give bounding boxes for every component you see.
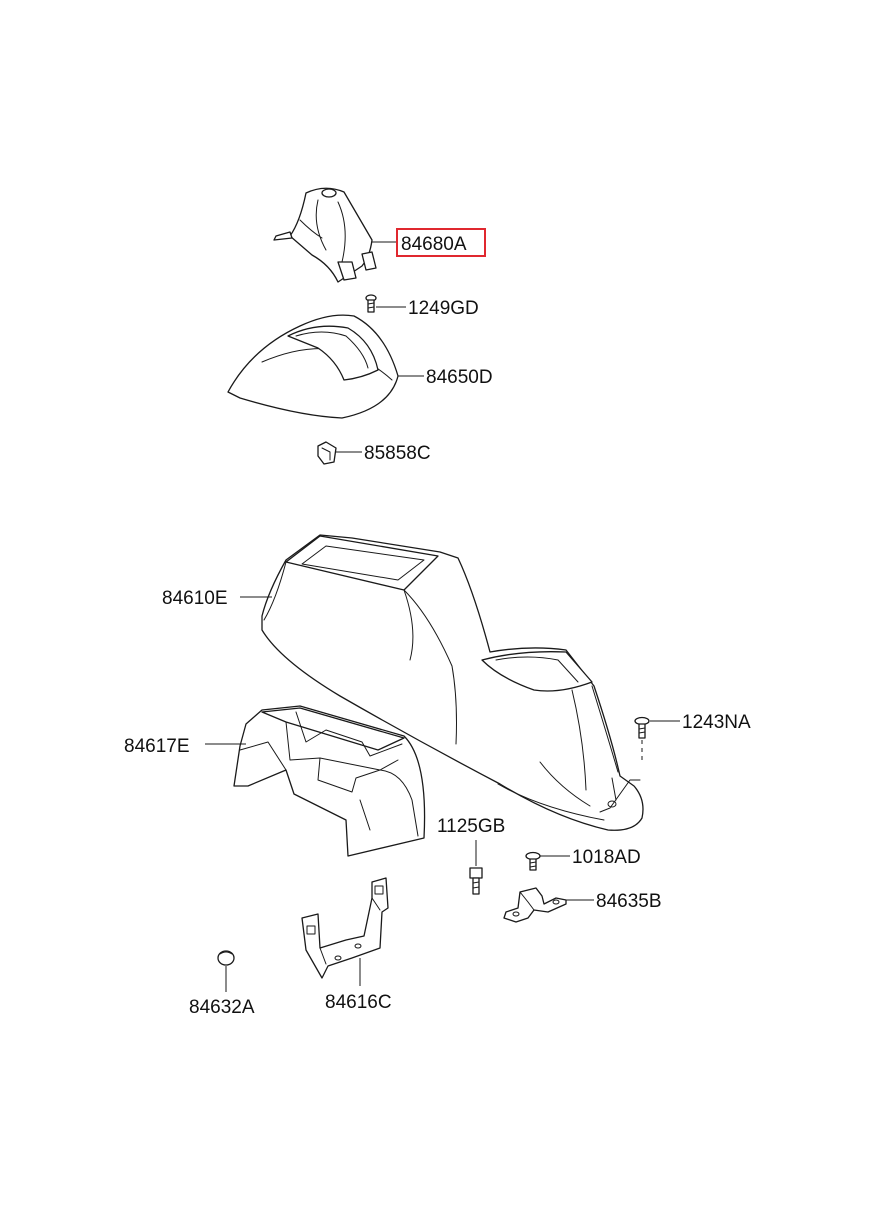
label-84650D[interactable]: 84650D [426, 367, 493, 388]
label-1249GD[interactable]: 1249GD [408, 298, 479, 319]
highlight-box [396, 228, 486, 257]
screw-1243NA[interactable] [634, 716, 650, 761]
label-1018AD[interactable]: 1018AD [572, 847, 641, 868]
plug-84632A[interactable] [217, 950, 235, 966]
bolt-1125GB[interactable] [469, 867, 483, 895]
center-console[interactable] [261, 534, 644, 831]
label-84632A[interactable]: 84632A [189, 997, 255, 1018]
label-84610E[interactable]: 84610E [162, 588, 228, 609]
console-bracket[interactable] [233, 705, 426, 857]
clip-85858C[interactable] [317, 441, 337, 465]
shift-boot[interactable] [273, 187, 377, 283]
label-85858C[interactable]: 85858C [364, 443, 431, 464]
label-84635B[interactable]: 84635B [596, 891, 662, 912]
bracket-84616C[interactable] [301, 877, 389, 979]
label-84616C[interactable]: 84616C [325, 992, 392, 1013]
screw-1249GD[interactable] [365, 294, 377, 313]
screw-1018AD[interactable] [525, 851, 541, 871]
label-84617E[interactable]: 84617E [124, 736, 190, 757]
shift-cover[interactable] [227, 314, 399, 419]
bracket-84635B[interactable] [503, 887, 567, 923]
label-1243NA[interactable]: 1243NA [682, 712, 751, 733]
label-84680A[interactable]: 84680A [401, 234, 467, 255]
label-1125GB[interactable]: 1125GB [437, 816, 505, 837]
